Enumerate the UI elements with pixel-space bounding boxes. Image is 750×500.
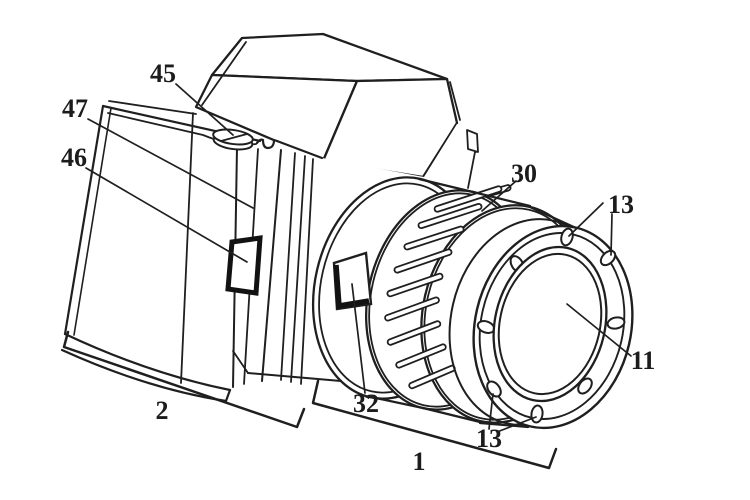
dial-slot (220, 133, 248, 142)
leader-30 (481, 180, 517, 212)
grip-ribs (384, 184, 512, 390)
lens-window (332, 251, 373, 311)
ref-label-11: 11 (631, 346, 656, 375)
ref-label-1: 1 (413, 447, 426, 476)
rib (386, 320, 442, 346)
front-plate-seam (280, 152, 296, 381)
rib (393, 248, 453, 274)
lens-glass (492, 245, 608, 403)
rib (417, 202, 483, 230)
leader-45 (175, 83, 234, 136)
leader-32 (351, 283, 366, 394)
leader-13-upper-b (610, 213, 613, 256)
ref-label-45: 45 (150, 59, 176, 88)
strap-lug (466, 129, 479, 153)
reference-numerals: 45 47 46 30 13 11 32 13 2 1 (61, 59, 655, 476)
screw-holes (476, 227, 626, 424)
lens-assembly (311, 176, 634, 430)
rib (395, 343, 447, 369)
ref-label-30: 30 (511, 159, 537, 188)
top-dial (212, 128, 254, 151)
leader-13-lower-b (496, 416, 537, 433)
leader-11 (566, 303, 632, 357)
ref-label-32: 32 (353, 389, 379, 418)
screw-hole (486, 380, 502, 398)
leader-46 (85, 167, 248, 263)
rib (386, 272, 444, 298)
ref-label-2: 2 (156, 396, 169, 425)
rib (384, 296, 440, 322)
base-plate (63, 332, 232, 392)
leader-lines (85, 83, 632, 433)
leader-13-upper-a (568, 202, 604, 237)
leader-47 (87, 118, 254, 209)
pentaprism-hump (194, 32, 461, 179)
ref-label-46: 46 (61, 143, 87, 172)
screw-hole (606, 316, 626, 330)
ref-label-47: 47 (62, 94, 88, 123)
rib (433, 185, 503, 213)
brackets (62, 330, 558, 470)
top-notch (255, 138, 279, 150)
ref-label-13-upper: 13 (608, 190, 634, 219)
body-seam (180, 112, 194, 384)
bracket-body-2 (62, 330, 306, 429)
leader-13-lower-a (488, 393, 494, 430)
bracket-lens-1 (311, 379, 558, 470)
ref-label-13-lower: 13 (476, 424, 502, 453)
screw-hole (560, 227, 574, 247)
rib (403, 225, 465, 251)
barrel-silhouette (369, 177, 578, 429)
body-window (225, 235, 263, 296)
